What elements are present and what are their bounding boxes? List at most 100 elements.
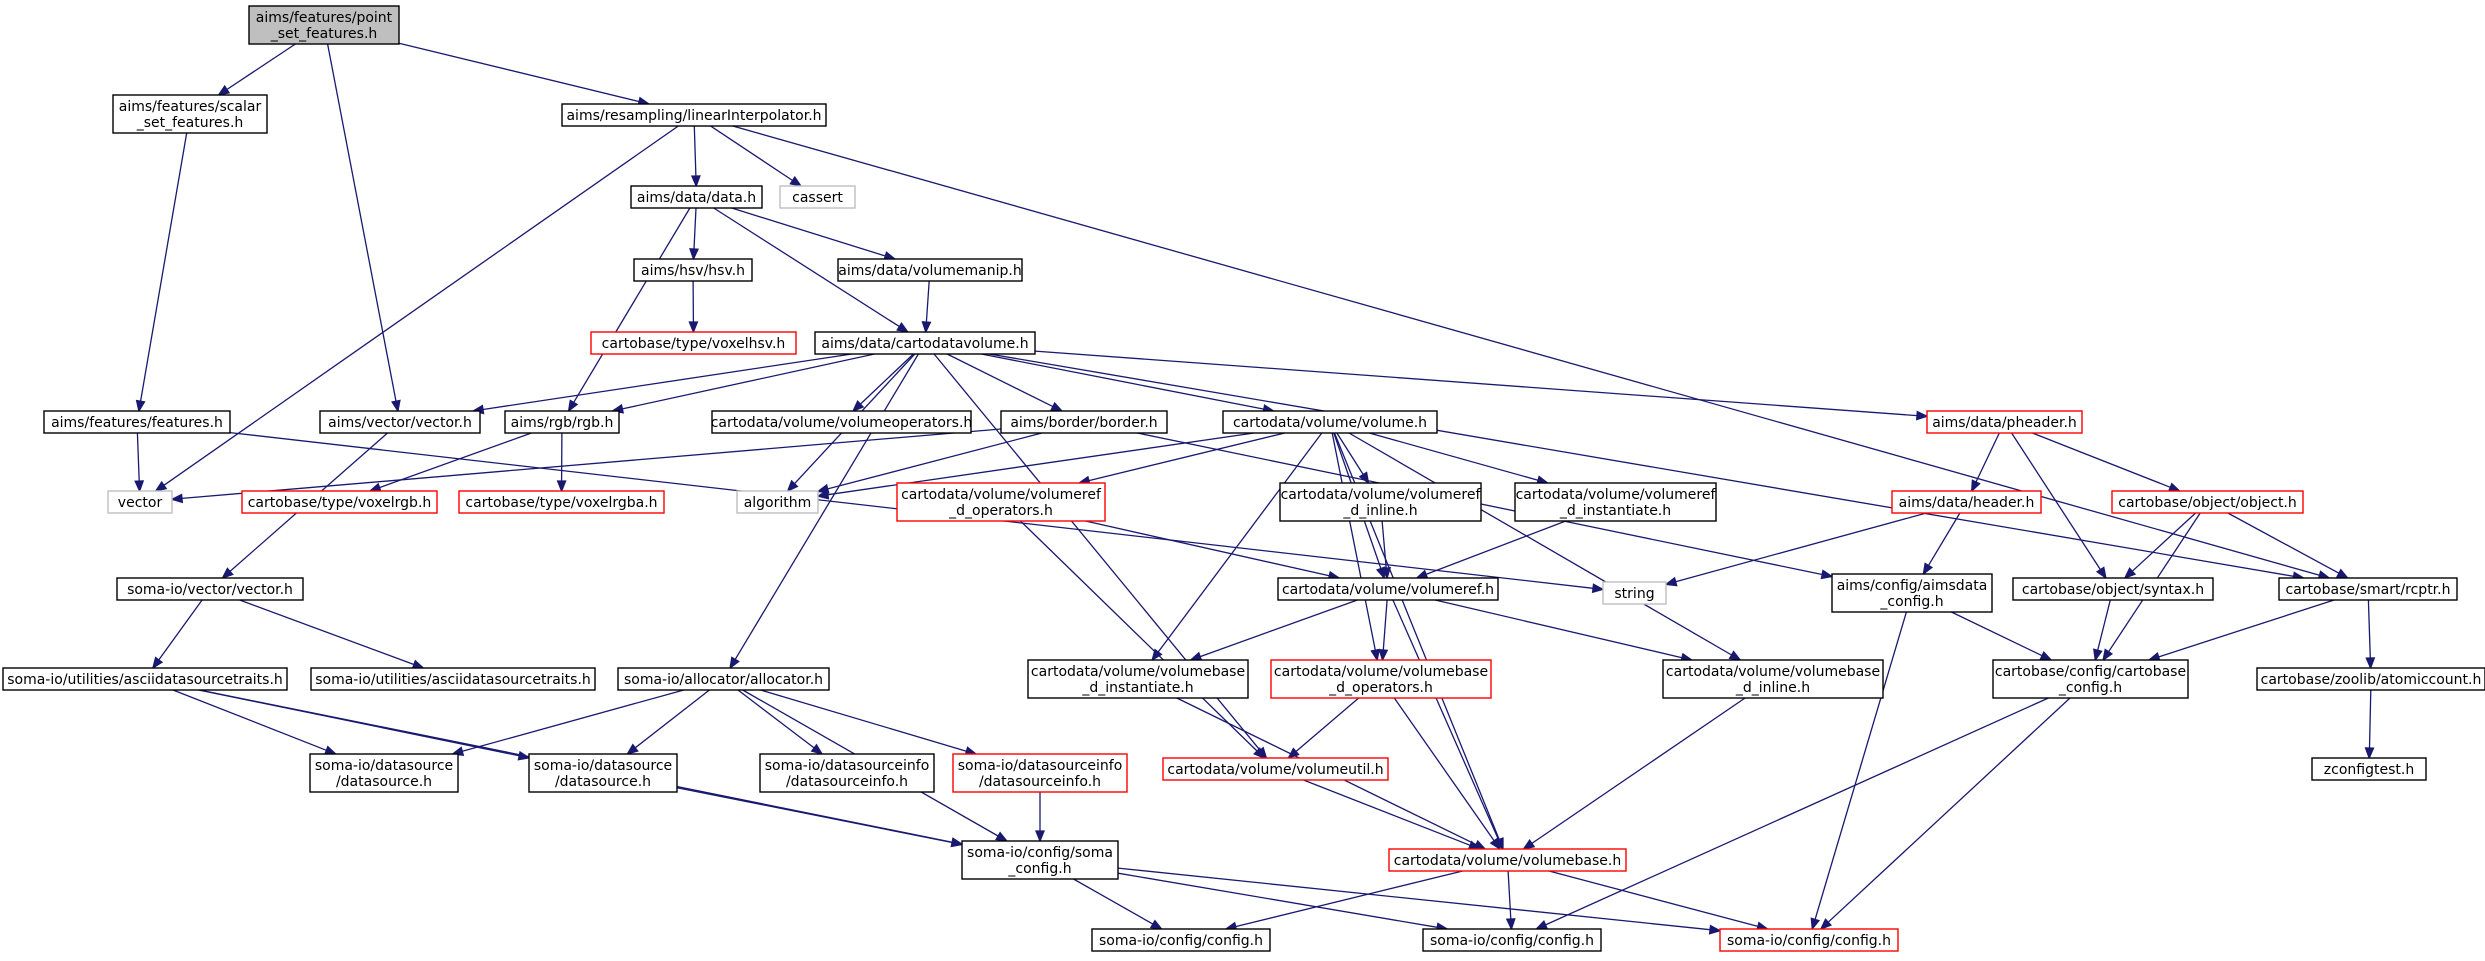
edge-arrowhead [2039,650,2053,661]
node-aims-vector[interactable]: aims/vector/vector.h [319,410,481,434]
edge-rcptr-h-to-cartobase-config [2147,599,2335,662]
edge-arrowhead [151,656,164,670]
node-config-c[interactable]: soma-io/config/config.h [1719,928,1899,952]
node-string-std[interactable]: string [1602,581,1667,605]
node-config-a[interactable]: soma-io/config/config.h [1091,928,1271,952]
edge-line [1548,870,1759,928]
node-label: cartodata/volume/volume.h [1233,415,1427,431]
edge-arrowhead [368,482,382,493]
node-rcptr-h[interactable]: cartobase/smart/rcptr.h [2278,577,2458,601]
node-pheader[interactable]: aims/data/pheader.h [1926,410,2083,434]
node-label: aims/vector/vector.h [328,415,472,431]
node-syntax-h[interactable]: cartobase/object/syntax.h [2012,577,2214,601]
node-box [116,577,304,601]
node-label: _config.h [1879,594,1943,610]
node-data-h[interactable]: aims/data/data.h [630,185,763,209]
node-cartodatavolume[interactable]: aims/data/cartodatavolume.h [814,331,1036,355]
node-datasource-b[interactable]: soma-io/datasource/datasource.h [528,753,678,793]
node-somaio-vector[interactable]: soma-io/vector/vector.h [116,577,304,601]
node-scalar-set-features[interactable]: aims/features/scalar_set_features.h [112,94,268,134]
node-volumeutil[interactable]: cartodata/volume/volumeutil.h [1162,757,1389,781]
node-volumebase-d-operators[interactable]: cartodata/volume/volumebase_d_operators.… [1270,659,1492,699]
node-aimsdata-config[interactable]: aims/config/aimsdata_config.h [1831,573,1993,613]
node-volumebase-d-instantiate[interactable]: cartodata/volume/volumebase_d_instantiat… [1027,659,1249,699]
node-features-h[interactable]: aims/features/features.h [43,410,231,434]
node-config-b[interactable]: soma-io/config/config.h [1422,928,1602,952]
edge-arrowhead [689,248,699,261]
node-box [504,410,620,434]
edge-data-h-to-volumemanip [731,207,897,261]
node-volumemanip[interactable]: aims/data/volumemanip.h [837,258,1023,282]
edge-line [1331,432,1376,651]
node-box [319,410,481,434]
edge-arrowhead [2123,567,2137,580]
node-box [711,410,972,434]
node-asciids-traits-utils[interactable]: soma-io/utilities/asciidatasourcetraits.… [2,667,288,691]
edge-line [1382,599,1388,651]
node-point-set-features[interactable]: aims/features/point_set_features.h [248,5,400,45]
node-object-h[interactable]: cartobase/object/object.h [2111,490,2304,514]
edge-somaio-vector-to-asciids-traits-utils [151,599,203,670]
node-label: soma-io/datasource [534,758,672,774]
node-volumebase-h[interactable]: cartodata/volume/volumebase.h [1388,848,1627,872]
node-voxelrgb[interactable]: cartobase/type/voxelrgb.h [241,490,438,514]
node-asciids-traits[interactable]: soma-io/utilities/asciidatasourcetraits.… [310,667,596,691]
node-box [1422,928,1602,952]
node-volumeref-d-inline[interactable]: cartodata/volume/volumeref_d_inline.h [1279,482,1482,522]
node-algorithm[interactable]: algorithm [736,490,819,514]
edge-line [226,43,296,91]
node-rgb-h[interactable]: aims/rgb/rgb.h [504,410,620,434]
node-label: /datasourceinfo.h [786,774,908,790]
edge-point-set-features-to-linearInterpolator [398,42,651,107]
edge-line [1814,611,1908,920]
node-box [779,185,856,209]
node-label: cartobase/object/syntax.h [2022,582,2204,598]
node-label: cartodata/volume/volumeref [901,487,1102,503]
node-volumeref-d-operators[interactable]: cartodata/volume/volumeref_d_operators.h [896,482,1106,522]
node-volumebase-d-inline[interactable]: cartodata/volume/volumebase_d_inline.h [1662,659,1884,699]
node-voxelrgba[interactable]: cartobase/type/voxelrgba.h [458,490,665,514]
node-label: aims/hsv/hsv.h [641,263,745,279]
node-dsinfo-a[interactable]: soma-io/datasourceinfo/datasourceinfo.h [759,753,935,793]
edge-arrowhead [1378,648,1389,662]
edge-volumeref-d-inline-to-volumeref-h [1381,520,1392,580]
node-cartobase-config[interactable]: cartobase/config/cartobase_config.h [1992,659,2189,699]
node-voxelhsv[interactable]: cartobase/type/voxelhsv.h [590,331,797,355]
node-allocator-h[interactable]: soma-io/allocator/allocator.h [617,667,830,691]
node-soma-config[interactable]: soma-io/config/soma_config.h [961,840,1119,880]
node-volumeref-d-instantiate[interactable]: cartodata/volume/volumeref_d_instantiate… [1514,482,1717,522]
node-vector-std[interactable]: vector [107,490,173,514]
edge-line [1951,611,2043,657]
edge-data-h-to-cartodatavolume [713,207,910,333]
node-volumeoperators[interactable]: cartodata/volume/volumeoperators.h [711,410,973,434]
edge-line [693,125,697,177]
node-label: _d_operators.h [948,503,1053,519]
edge-volumebase-h-to-config-c [1548,870,1770,932]
edge-arrowhead [816,489,830,500]
edge-line [1393,697,1495,842]
node-label: _set_features.h [136,115,244,131]
edge-allocator-h-to-dsinfo-b [760,689,978,756]
edge-arrowhead [2364,747,2375,760]
node-border-h[interactable]: aims/border/border.h [1000,410,1168,434]
edge-arrowhead [1970,479,1981,493]
node-volume-h[interactable]: cartodata/volume/volume.h [1222,410,1438,434]
node-zconfigtest[interactable]: zconfigtest.h [2311,757,2427,781]
edge-arrowhead [1415,569,1429,579]
node-linearInterpolator[interactable]: aims/resampling/linearInterpolator.h [561,103,827,127]
node-datasource-a[interactable]: soma-io/datasource/datasource.h [309,753,459,793]
node-header-h[interactable]: aims/data/header.h [1891,490,2042,514]
node-atomiccount[interactable]: cartobase/zoolib/atomiccount.h [2256,667,2485,691]
edge-arrowhead [154,480,168,492]
edge-cartodatavolume-to-pheader [1034,350,1929,421]
node-volumeref-h[interactable]: cartodata/volume/volumeref.h [1277,577,1499,601]
edge-line [946,353,1054,408]
node-cassert[interactable]: cassert [779,185,856,209]
node-label: soma-io/config/config.h [1727,933,1891,949]
edge-line [2227,512,2340,574]
edge-line [731,207,886,257]
node-dsinfo-b[interactable]: soma-io/datasourceinfo/datasourceinfo.h [952,753,1128,793]
edge-features-h-to-vector-std [134,432,145,493]
node-hsv-h[interactable]: aims/hsv/hsv.h [633,258,753,282]
